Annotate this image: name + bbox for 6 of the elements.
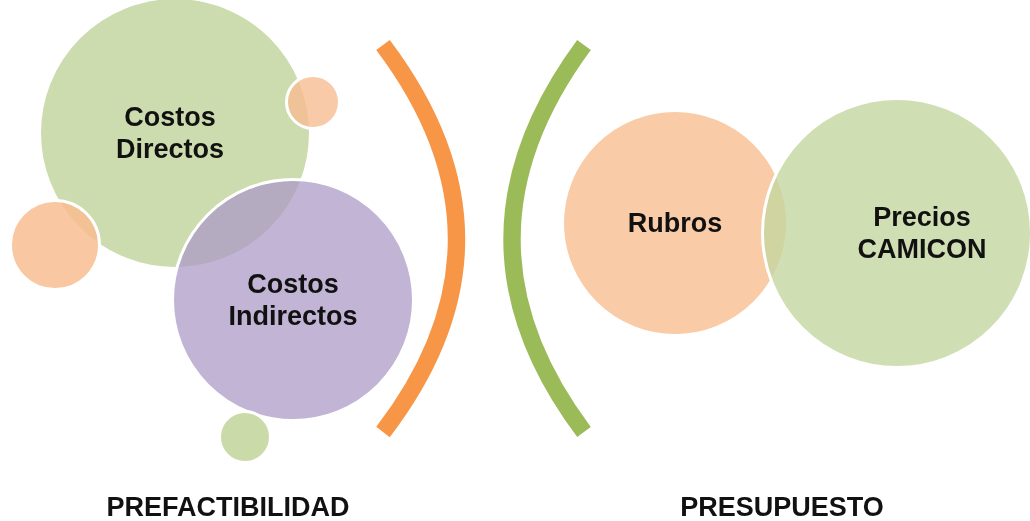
circle-label: Precios CAMICON (856, 200, 988, 266)
circle-label: Rubros (627, 206, 723, 240)
circle-label: Costos Directos (114, 100, 225, 166)
circle-label: Costos Indirectos (227, 267, 359, 333)
section-label: PRESUPUESTO (680, 491, 884, 521)
section-label: PREFACTIBILIDAD (106, 491, 350, 521)
